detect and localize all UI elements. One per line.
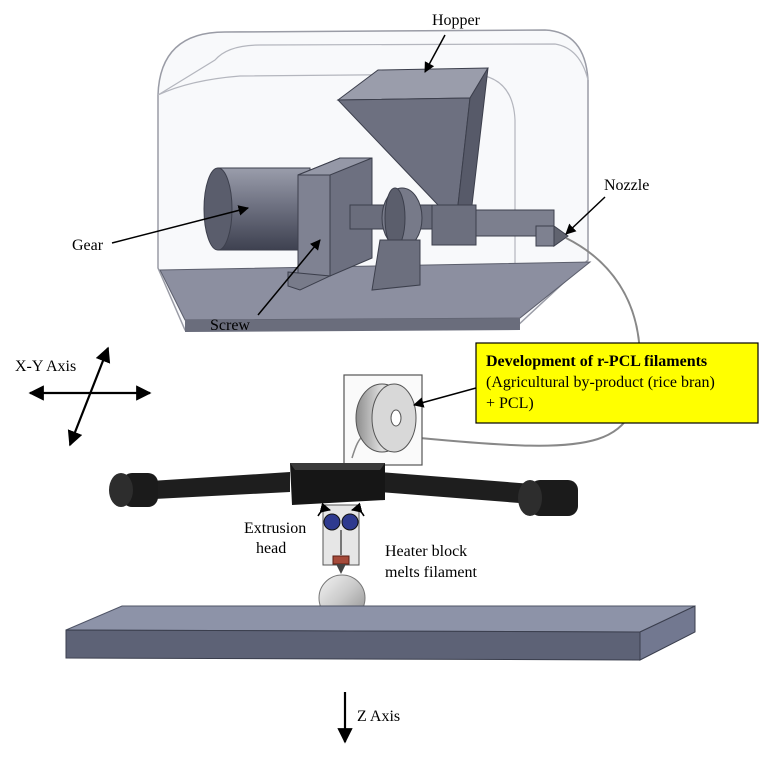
- callout-box: Development of r-PCL filaments (Agricult…: [475, 342, 759, 424]
- gantry-bar: [135, 472, 290, 500]
- extrusion-head-label-line1: Extrusion: [244, 520, 306, 537]
- xy-axis-label: X-Y Axis: [15, 358, 76, 375]
- hopper-label: Hopper: [432, 12, 481, 29]
- hopper-pointer: [424, 34, 446, 73]
- extruder-nozzle: [535, 225, 569, 247]
- callout-title: Development of r-PCL filaments: [486, 353, 707, 370]
- hopper-funnel: [336, 67, 489, 246]
- extrusion-head: [317, 502, 365, 574]
- gear-motor: [203, 167, 311, 251]
- gear-pointer: [111, 205, 250, 244]
- callout-line2: + PCL): [486, 395, 534, 412]
- xy-axis-arrows: [28, 346, 152, 447]
- gear-label: Gear: [72, 237, 104, 254]
- printer-assembly: [65, 463, 696, 661]
- gantry-wheel-right: [518, 480, 578, 516]
- nozzle-pointer: [565, 196, 606, 235]
- heater-label-line2: melts filament: [385, 564, 478, 581]
- enclosure-top-edge: [157, 43, 589, 96]
- base-plate-edge: [185, 318, 520, 332]
- screw-label: Screw: [210, 317, 250, 334]
- spool-inset: [343, 374, 423, 466]
- print-bed: [65, 605, 696, 661]
- callout-pointer: [412, 387, 477, 408]
- callout-line1: (Agricultural by-product (rice bran): [486, 374, 715, 391]
- carriage-block: [290, 463, 385, 505]
- extrusion-head-label-line2: head: [256, 540, 286, 557]
- screw-pointer: [257, 239, 321, 316]
- filament-extruder-machine: [157, 29, 592, 332]
- nozzle-label: Nozzle: [604, 177, 649, 194]
- gantry-wheel-left: [109, 473, 158, 507]
- heater-label-line1: Heater block: [385, 543, 467, 560]
- z-axis-label: Z Axis: [357, 708, 400, 725]
- label-pointers: [111, 34, 606, 408]
- enclosure-front-edge: [157, 73, 516, 328]
